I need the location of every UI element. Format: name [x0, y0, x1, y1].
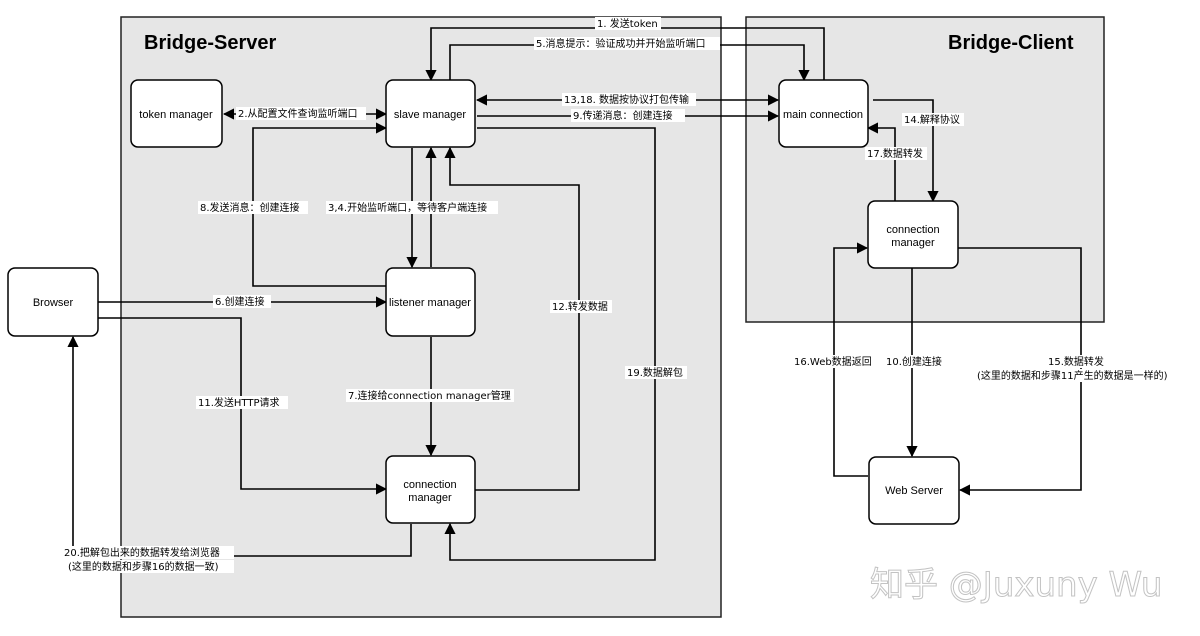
bridge-client-region [745, 16, 1105, 323]
slave-manager-node [385, 79, 476, 148]
client-connection-manager-label-2: manager [891, 237, 935, 249]
label-e20-line1: 20.把解包出来的数据转发给浏览器 [64, 546, 220, 559]
edge-label-backgrounds [62, 17, 1191, 573]
label-e13-18: 13,18. 数据按协议打包传输 [564, 93, 689, 106]
token-manager-node [130, 79, 223, 148]
browser-label: Browser [33, 297, 74, 309]
label-e11: 11.发送HTTP请求 [198, 396, 280, 409]
server-connection-manager-node [385, 455, 476, 524]
watermark-text: 知乎 @Juxuny Wu [870, 565, 1163, 605]
label-e16: 16.Web数据返回 [794, 355, 872, 368]
label-e14: 14.解释协议 [904, 113, 960, 126]
client-connection-manager-label-1: connection [886, 224, 939, 236]
label-e20-line2: (这里的数据和步骤16的数据一致) [68, 560, 219, 573]
label-e9: 9.传递消息：创建连接 [573, 109, 673, 122]
label-e1: 1. 发送token [597, 17, 658, 30]
label-e15-line2: (这里的数据和步骤11产生的数据是一样的) [977, 369, 1168, 382]
edge-labels: 1. 发送token 5.消息提示：验证成功并开始监听端口 2.从配置文件查询监… [64, 17, 1168, 573]
server-connection-manager-label-1: connection [403, 479, 456, 491]
edge-19-unpack [444, 127, 656, 561]
label-e2: 2.从配置文件查询监听端口 [238, 107, 358, 120]
label-e15-line1: 15.数据转发 [1048, 355, 1104, 368]
label-e12: 12.转发数据 [552, 300, 608, 313]
slave-manager-label: slave manager [394, 109, 466, 121]
edge-12-forward-data [444, 146, 580, 491]
edge-20-forward-to-browser [67, 335, 412, 557]
client-connection-manager-node [867, 200, 959, 269]
label-e8: 8.发送消息：创建连接 [200, 201, 300, 214]
bridge-server-title: Bridge-Server [144, 32, 276, 54]
label-e3-4: 3,4.开始监听端口，等待客户端连接 [328, 201, 487, 214]
edge-14-interpret-protocol [873, 99, 939, 203]
web-server-label: Web Server [885, 485, 943, 497]
token-manager-label: token manager [139, 109, 213, 121]
listener-manager-label: listener manager [389, 297, 471, 309]
web-server-node [868, 456, 960, 525]
label-e19: 19.数据解包 [627, 366, 683, 379]
bridge-client-title: Bridge-Client [948, 32, 1074, 54]
label-e17: 17.数据转发 [867, 147, 923, 160]
browser-node [7, 267, 99, 337]
label-e5: 5.消息提示：验证成功并开始监听端口 [536, 37, 706, 50]
nodes: token manager slave manager listener man… [7, 79, 960, 525]
listener-manager-node [385, 267, 476, 337]
label-e7: 7.连接给connection manager管理 [348, 389, 511, 402]
label-e10: 10.创建连接 [886, 355, 942, 368]
main-connection-label: main connection [783, 109, 863, 121]
edge-17-forward-data [866, 122, 896, 201]
main-connection-node [778, 79, 869, 148]
server-connection-manager-label-2: manager [408, 492, 452, 504]
label-e6: 6.创建连接 [215, 295, 265, 308]
